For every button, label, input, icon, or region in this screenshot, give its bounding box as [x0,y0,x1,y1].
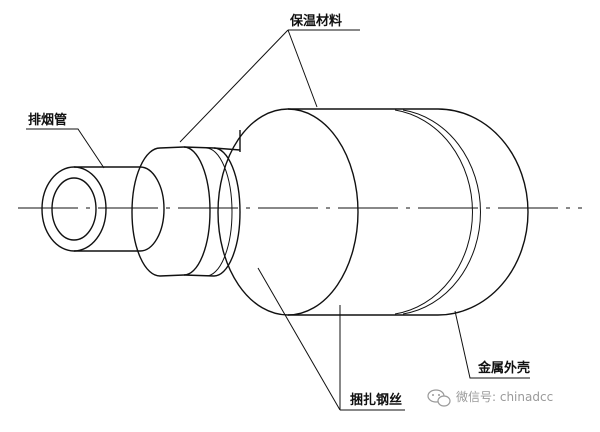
exhaust-pipe-inner-rim [51,177,97,241]
shell-seam-1 [394,109,473,315]
label-metal-shell: 金属外壳 [477,360,530,376]
insulation-ring-1-edges [159,146,185,277]
metal-shell-front-face [217,108,359,316]
metal-shell-body [288,108,529,316]
shell-seam-2 [402,109,481,315]
insulation-ring-1 [183,146,211,276]
insulation-front-face [131,147,161,277]
insulation-ring-2 [213,147,241,277]
exhaust-pipe-body [74,166,165,252]
label-insulation: 保温材料 [289,13,342,29]
label-exhaust-pipe: 排烟管 [28,112,67,128]
leader-insulation [179,29,360,143]
wechat-icon [427,389,451,407]
watermark-text: 微信号: chinadcc [456,390,553,404]
leader-metal-shell [454,310,530,379]
leader-binding-wire [257,267,405,411]
insulation-step [213,130,241,152]
insulation-ring-2-edges [183,146,215,277]
label-binding-wire: 捆扎钢丝 [350,392,402,408]
leader-exhaust-pipe [26,128,105,169]
insulation-ring-2-inner [205,147,233,277]
